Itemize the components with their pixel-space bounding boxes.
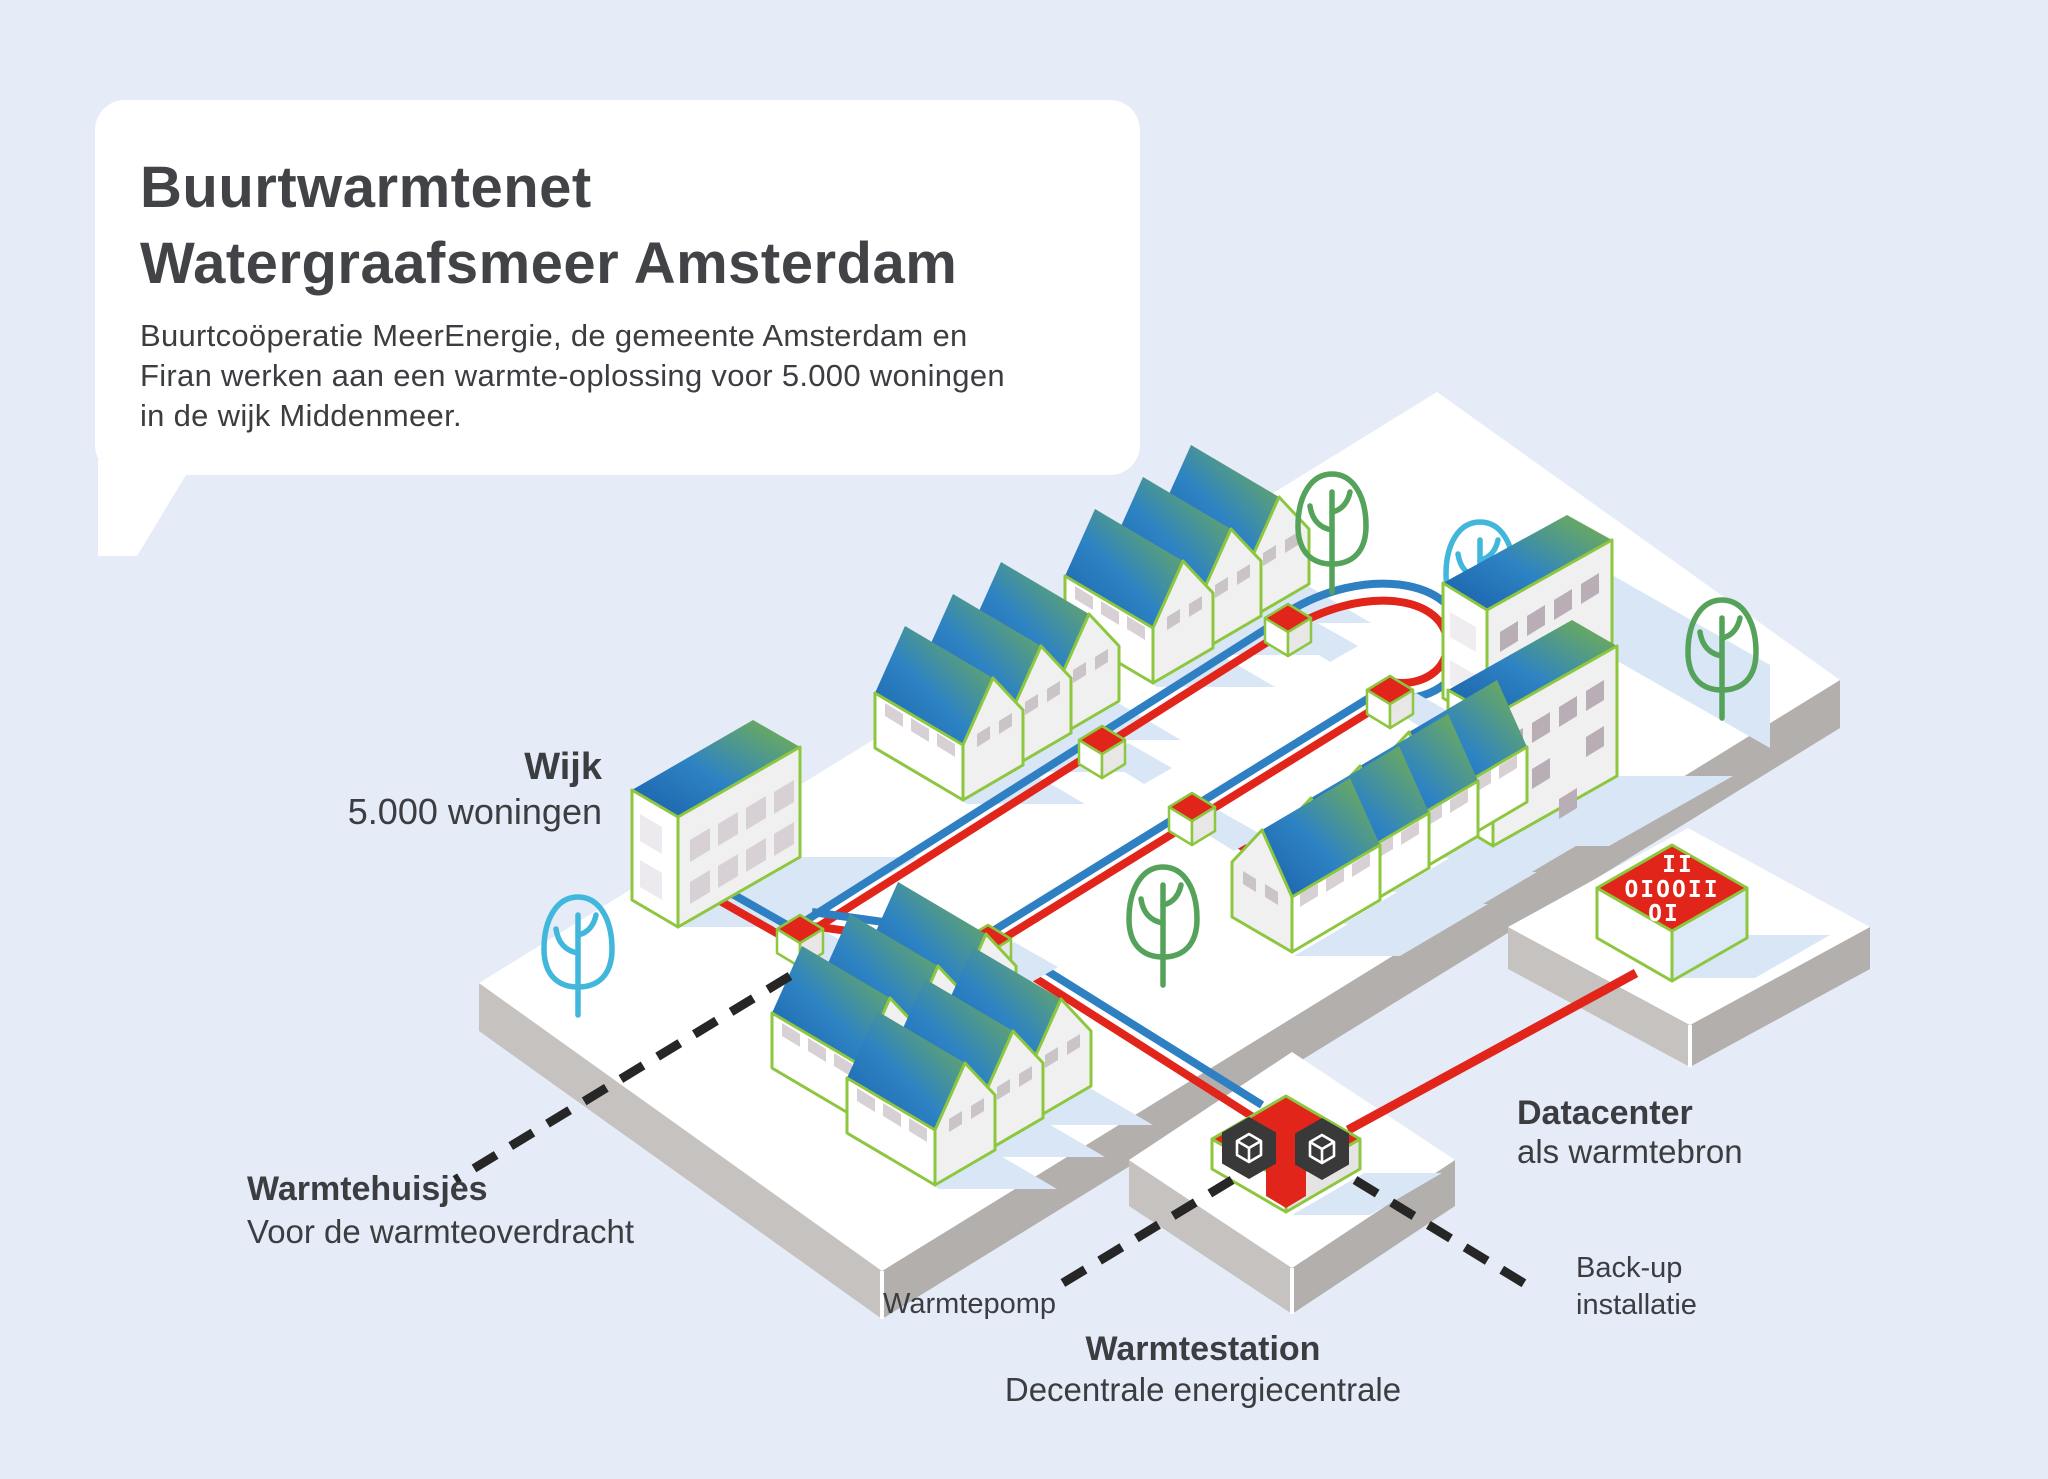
annotation-line-warmtepomp (1055, 1176, 1235, 1290)
warmtestation-label-subtitle: Decentrale energiecentrale (1005, 1371, 1401, 1408)
page-subtitle-line1: Buurtcoöperatie MeerEnergie, de gemeente… (140, 318, 968, 353)
speech-bubble (95, 100, 1140, 475)
warmtehuisjes-label-subtitle: Voor de warmteoverdracht (247, 1213, 634, 1250)
annotation-line-backup (1352, 1176, 1533, 1291)
wijk-label-subtitle: 5.000 woningen (348, 791, 602, 832)
pipe-datacenter-red (1345, 969, 1639, 1134)
annotation-lines (452, 972, 1533, 1291)
warmtestation-box (1210, 1094, 1362, 1214)
warmtehuisjes-label-title: Warmtehuisjes (247, 1170, 488, 1208)
datacenter-box: II OIOOII OI (1595, 843, 1749, 983)
binary-text-row3: OI (1648, 901, 1680, 927)
wijk-label-title: Wijk (524, 746, 603, 788)
annotation-line-warmtehuisjes (452, 972, 793, 1184)
binary-text-row2: OIOOII (1624, 877, 1719, 903)
binary-text-row1: II (1662, 852, 1694, 878)
backup-label-line1: Back-up (1576, 1252, 1682, 1284)
page-subtitle-line3: in de wijk Middenmeer. (140, 398, 462, 433)
heatpump-hexagon (1222, 1117, 1276, 1179)
diagram-labels: Wijk 5.000 woningen Warmtehuisjes Voor d… (247, 746, 1743, 1408)
page-title-line2: Watergraafsmeer Amsterdam (140, 231, 958, 296)
datacenter-label-title: Datacenter (1517, 1094, 1693, 1132)
page-title-line1: Buurtwarmtenet (140, 155, 592, 220)
datacenter-label-subtitle: als warmtebron (1517, 1133, 1743, 1170)
pipe-street-1 (799, 611, 1291, 941)
page-subtitle: Buurtcoöperatie MeerEnergie, de gemeente… (140, 316, 1120, 436)
wijk-building (630, 720, 802, 929)
page-subtitle-line2: Firan werken aan een warmte-oplossing vo… (140, 358, 1005, 393)
page-title: Buurtwarmtenet Watergraafsmeer Amsterdam (140, 150, 1120, 302)
backup-hexagon (1295, 1118, 1349, 1180)
warmtepomp-label: Warmtepomp (883, 1288, 1056, 1320)
backup-label-line2: installatie (1576, 1289, 1697, 1321)
warmtestation-label-title: Warmtestation (1086, 1330, 1321, 1368)
